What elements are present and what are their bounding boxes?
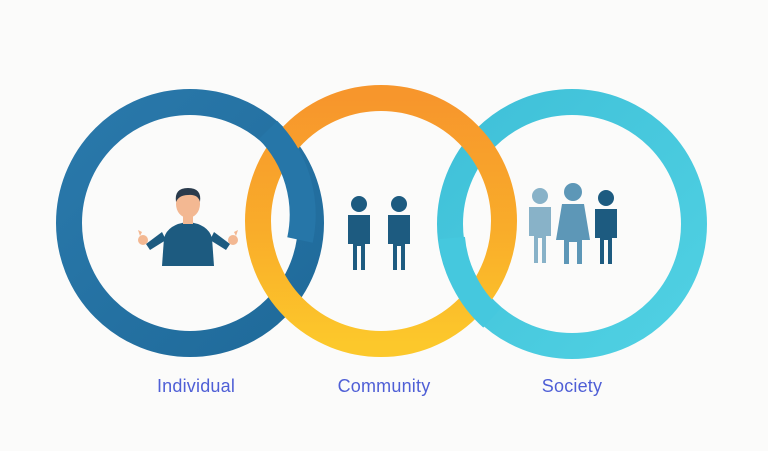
community-ring (245, 85, 517, 357)
two-people-icon (348, 196, 410, 270)
label-community: Community (337, 376, 431, 396)
society-ring (437, 89, 707, 359)
person-shrugging-icon (138, 188, 238, 266)
individual-ring-overlap (258, 120, 316, 243)
label-individual: Individual (156, 376, 236, 396)
society-ring-overlap (439, 236, 501, 328)
family-group-icon (529, 183, 617, 264)
label-society: Society (541, 376, 603, 396)
